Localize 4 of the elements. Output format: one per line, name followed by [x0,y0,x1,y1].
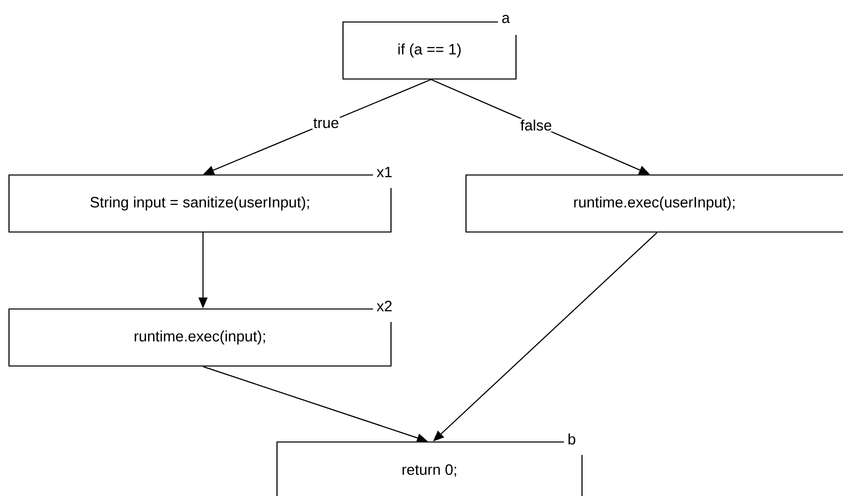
edge-label: true [312,117,340,130]
box-label: a [502,14,510,24]
process-box: runtime.exec(userInput); [465,174,843,233]
edge-label: false [519,118,553,132]
